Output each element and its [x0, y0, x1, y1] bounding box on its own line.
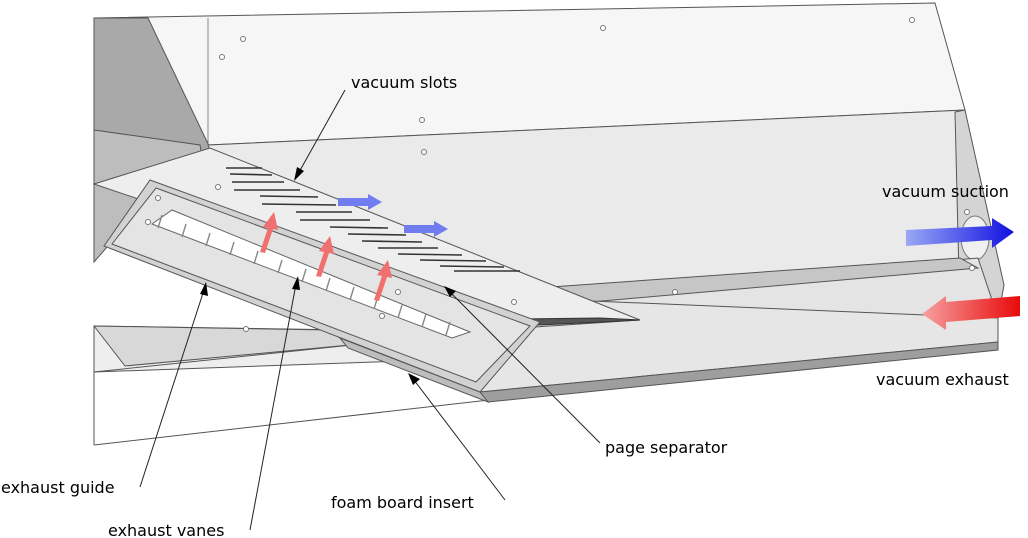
slot-flow-arrows — [338, 194, 448, 237]
leader-foam-board — [413, 379, 506, 501]
vane-arrow-2 — [316, 236, 334, 277]
label-exhaust-guide: exhaust guide — [1, 478, 115, 497]
label-vacuum-suction: vacuum suction — [882, 182, 1009, 201]
exhaust-vane-lines — [157, 214, 451, 336]
exhaust-guide — [103, 179, 541, 393]
leader-exhaust-guide-head — [200, 282, 208, 296]
leader-page-separator-head — [444, 286, 456, 297]
vane-flow-arrows — [260, 212, 392, 301]
leader-lines — [139, 89, 601, 531]
vane-arrow-1 — [260, 212, 278, 253]
leader-foam-board-head — [408, 373, 420, 385]
exhaust-guide-slot — [150, 209, 472, 339]
leader-exhaust-guide — [139, 289, 205, 488]
suction-arrow — [906, 218, 1014, 248]
duct-flow-arrows — [906, 218, 1020, 330]
label-exhaust-vanes: exhaust vanes — [108, 521, 224, 538]
labels: vacuum slots vacuum suction vacuum exhau… — [1, 73, 1009, 538]
mounting-holes — [145, 17, 975, 332]
label-vacuum-exhaust: vacuum exhaust — [876, 370, 1009, 389]
slot-arrow-1 — [338, 194, 382, 210]
leader-vacuum-slots — [297, 89, 346, 175]
leader-page-separator — [449, 291, 601, 444]
machine-body — [92, 2, 1005, 446]
slot-arrow-2 — [404, 221, 448, 237]
label-foam-board-insert: foam board insert — [331, 493, 474, 512]
vacuum-slot-lines — [226, 167, 520, 272]
label-page-separator: page separator — [605, 438, 728, 457]
foam-board-front — [479, 341, 999, 403]
label-vacuum-slots: vacuum slots — [351, 73, 457, 92]
leader-exhaust-vanes-head — [292, 276, 300, 290]
leader-exhaust-vanes — [249, 283, 297, 531]
vane-arrow-3 — [374, 260, 392, 301]
leader-vacuum-slots-head — [294, 167, 304, 181]
exhaust-arrow — [922, 296, 1020, 330]
